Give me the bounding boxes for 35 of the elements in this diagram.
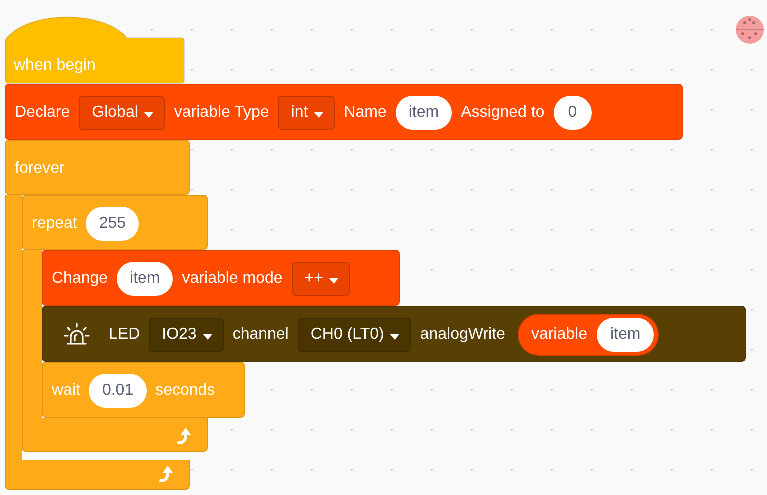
command-block (5, 84, 683, 140)
block-label: variable (531, 326, 588, 344)
input-field: item (117, 262, 174, 296)
block-label: repeat (32, 215, 78, 233)
loop-arm (5, 195, 22, 460)
block-label: forever (15, 160, 65, 178)
block-label: channel (232, 326, 289, 344)
block-label: analogWrite (420, 326, 506, 344)
input-field: 0.01 (89, 374, 147, 408)
block-label: Name (344, 104, 387, 122)
input-field: item (396, 96, 452, 130)
block-label: Assigned to (461, 104, 545, 122)
command-block (42, 250, 400, 306)
block-label: seconds (156, 382, 216, 400)
loop-block (5, 140, 190, 195)
loop-arm (22, 250, 42, 418)
dropdown-field: CH0 (LT0) (298, 318, 412, 352)
input-field: item (597, 318, 654, 352)
dropdown-field: ++ (292, 262, 350, 296)
block-label: variable mode (182, 270, 283, 288)
block-label: Change (52, 270, 108, 288)
loop-block (22, 195, 208, 250)
input-field: 0 (554, 96, 592, 130)
block-label: wait (52, 382, 80, 400)
block-label: when begin (14, 57, 96, 75)
command-block (42, 306, 746, 362)
dropdown-field: int (278, 96, 336, 130)
dropdown-field: Global (79, 96, 166, 130)
block-label: LED (109, 326, 140, 344)
input-field: 255 (86, 207, 140, 241)
reporter-block (518, 314, 659, 356)
block-label: variable Type (174, 104, 270, 122)
block-label: Declare (15, 104, 70, 122)
dropdown-field: IO23 (149, 318, 224, 352)
command-block (42, 362, 245, 418)
